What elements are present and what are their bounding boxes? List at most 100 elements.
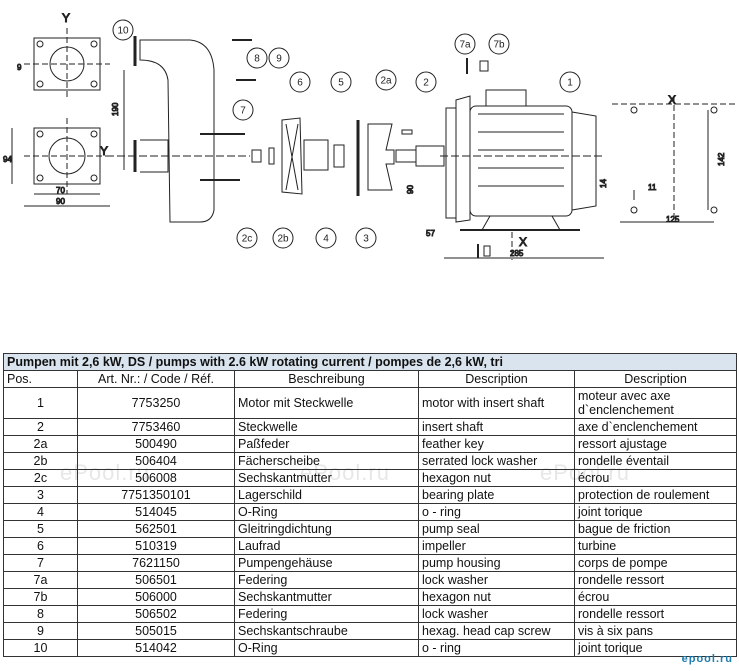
callout-4: 4 <box>315 227 337 249</box>
axis-label-x-right: X <box>668 93 676 107</box>
header-description-fr: Description <box>573 370 738 388</box>
flange-bottom-view <box>11 118 110 207</box>
callout-label: 7b <box>493 40 505 51</box>
cell-beschreibung: Steckwelle <box>234 418 419 436</box>
callout-7a: 7a <box>454 33 476 55</box>
cell-description-fr: rondelle ressort <box>573 605 738 623</box>
callout-label: 1 <box>567 78 573 89</box>
cell-description-en: impeller <box>418 537 575 555</box>
dim-shaft-height: 90 <box>406 185 415 194</box>
cell-description-en: pump housing <box>418 554 575 572</box>
cell-pos: 2b <box>3 452 78 470</box>
callout-8: 8 <box>246 47 268 69</box>
axis-label-x-bottom: X <box>519 235 527 249</box>
flange-top-view <box>24 28 110 100</box>
cell-description-fr: écrou <box>573 469 738 487</box>
cell-description-fr: joint torique <box>573 639 738 657</box>
cell-article-number: 506008 <box>77 469 235 487</box>
cell-article-number: 7753460 <box>77 418 235 436</box>
dim-foot-height: 14 <box>599 179 608 188</box>
callout-2b: 2b <box>272 227 294 249</box>
header-description-en: Description <box>418 370 575 388</box>
callout-3: 3 <box>355 227 377 249</box>
cell-beschreibung: Fächerscheibe <box>234 452 419 470</box>
callout-10: 10 <box>112 19 134 41</box>
dim-motor-length: 285 <box>510 249 524 258</box>
callout-label: 6 <box>297 78 303 89</box>
callout-label: 9 <box>276 54 282 65</box>
cell-pos: 6 <box>3 537 78 555</box>
cell-pos: 2a <box>3 435 78 453</box>
cell-article-number: 506404 <box>77 452 235 470</box>
cell-article-number: 7753250 <box>77 387 235 419</box>
cell-description-en: o - ring <box>418 503 575 521</box>
callout-6: 6 <box>289 71 311 93</box>
cell-description-en: hexagon nut <box>418 469 575 487</box>
cell-pos: 7b <box>3 588 78 606</box>
cell-beschreibung: Gleitringdichtung <box>234 520 419 538</box>
callout-9: 9 <box>268 47 290 69</box>
cell-article-number: 506501 <box>77 571 235 589</box>
cell-description-fr: vis à six pans <box>573 622 738 640</box>
header-article-number: Art. Nr.: / Code / Réf. <box>77 370 235 388</box>
callout-label: 2c <box>242 234 253 245</box>
callout-2: 2 <box>415 71 437 93</box>
axis-label-y-mid: Y <box>100 144 108 158</box>
callout-5: 5 <box>330 71 352 93</box>
callout-label: 5 <box>338 78 344 89</box>
cell-pos: 2c <box>3 469 78 487</box>
cell-article-number: 7621150 <box>77 554 235 572</box>
dim-flange-width-inner: 70 <box>56 186 65 195</box>
callout-7: 7 <box>232 99 254 121</box>
header-pos: Pos. <box>3 370 78 388</box>
site-logo: epool.ru <box>681 653 733 665</box>
feather-key-part <box>401 129 413 135</box>
cell-article-number: 506000 <box>77 588 235 606</box>
impeller-part <box>281 117 303 195</box>
cell-article-number: 505015 <box>77 622 235 640</box>
dim-flange-offset: 9 <box>17 63 22 72</box>
cell-description-fr: ressort ajustage <box>573 435 738 453</box>
dim-housing-height: 190 <box>111 102 120 116</box>
cell-description-en: motor with insert shaft <box>418 387 575 419</box>
cell-beschreibung: Paßfeder <box>234 435 419 453</box>
cell-description-fr: protection de roulement <box>573 486 738 504</box>
pump-housing-part <box>106 36 250 223</box>
cell-description-en: o - ring <box>418 639 575 657</box>
callout-label: 8 <box>254 54 260 65</box>
dim-foot-slot: 11 <box>648 183 657 192</box>
callout-2a: 2a <box>375 69 397 91</box>
cell-beschreibung: O-Ring <box>234 503 419 521</box>
callout-label: 4 <box>323 234 329 245</box>
lock-washer-part <box>268 147 275 165</box>
cell-description-en: pump seal <box>418 520 575 538</box>
cell-pos: 3 <box>3 486 78 504</box>
callout-label: 10 <box>117 26 129 37</box>
cell-article-number: 506502 <box>77 605 235 623</box>
motor-part <box>440 89 604 231</box>
dim-foot-span: 142 <box>717 152 726 166</box>
parts-table: Pumpen mit 2,6 kW, DS / pumps with 2.6 k… <box>2 353 738 657</box>
cell-beschreibung: Sechskantschraube <box>234 622 419 640</box>
cell-description-fr: rondelle éventail <box>573 452 738 470</box>
cell-article-number: 514042 <box>77 639 235 657</box>
exploded-view-drawing: Y Y 9 94 70 90 190 <box>3 11 735 260</box>
cell-beschreibung: Sechskantmutter <box>234 469 419 487</box>
cell-pos: 8 <box>3 605 78 623</box>
cell-description-en: lock washer <box>418 605 575 623</box>
cell-description-fr: corps de pompe <box>573 554 738 572</box>
cell-article-number: 514045 <box>77 503 235 521</box>
hexagon-nut-part <box>251 149 262 163</box>
cell-pos: 9 <box>3 622 78 640</box>
callout-label: 7 <box>240 106 246 117</box>
cell-description-en: hexagon nut <box>418 588 575 606</box>
cell-article-number: 562501 <box>77 520 235 538</box>
callout-2c: 2c <box>236 227 258 249</box>
cell-description-en: insert shaft <box>418 418 575 436</box>
